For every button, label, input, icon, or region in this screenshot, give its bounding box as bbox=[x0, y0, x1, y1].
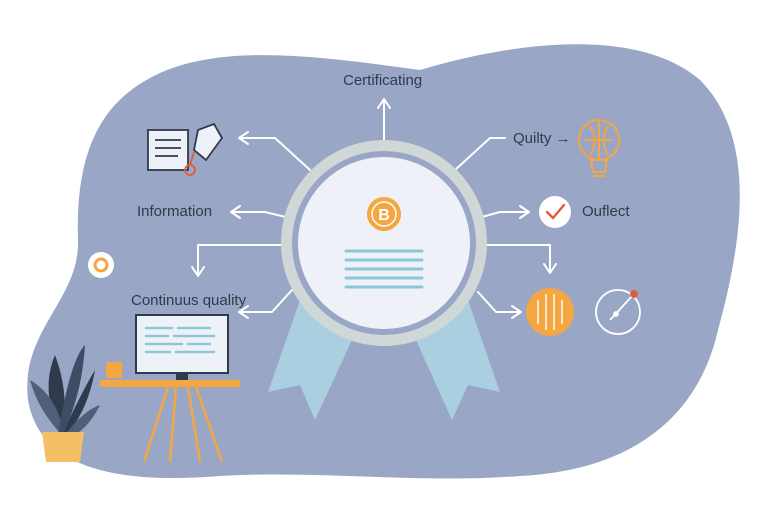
lightbulb-icon bbox=[578, 119, 620, 177]
checkmark-icon bbox=[539, 196, 571, 228]
badge-glyph: B bbox=[378, 207, 390, 224]
desk-monitor-icon bbox=[100, 314, 240, 463]
arrow-right-bottom bbox=[477, 291, 521, 313]
connector-arrows bbox=[191, 98, 557, 319]
arrow-left-bottom bbox=[239, 289, 293, 313]
label-continuus-quality: Continuus quality bbox=[131, 292, 247, 309]
label-certificating: Certificating bbox=[343, 72, 423, 89]
certificate-text-lines bbox=[344, 249, 424, 289]
label-quality: Quilty → bbox=[513, 130, 571, 147]
label-ouflect: Ouflect bbox=[582, 203, 630, 220]
orange-circle-icon bbox=[526, 288, 574, 336]
label-information: Information bbox=[137, 203, 213, 220]
ring-icon bbox=[88, 252, 114, 278]
arrow-right-down bbox=[483, 244, 551, 273]
arrow-top-right bbox=[454, 137, 506, 171]
arrow-right bbox=[477, 211, 529, 219]
document-pen-icon bbox=[147, 122, 224, 176]
certificate-seal-icon: B bbox=[281, 140, 487, 346]
potted-plant-icon bbox=[30, 345, 100, 462]
arrow-left-down bbox=[197, 244, 286, 276]
arrow-top-left bbox=[239, 137, 311, 171]
arrow-left bbox=[231, 211, 291, 219]
compass-icon bbox=[595, 289, 641, 335]
